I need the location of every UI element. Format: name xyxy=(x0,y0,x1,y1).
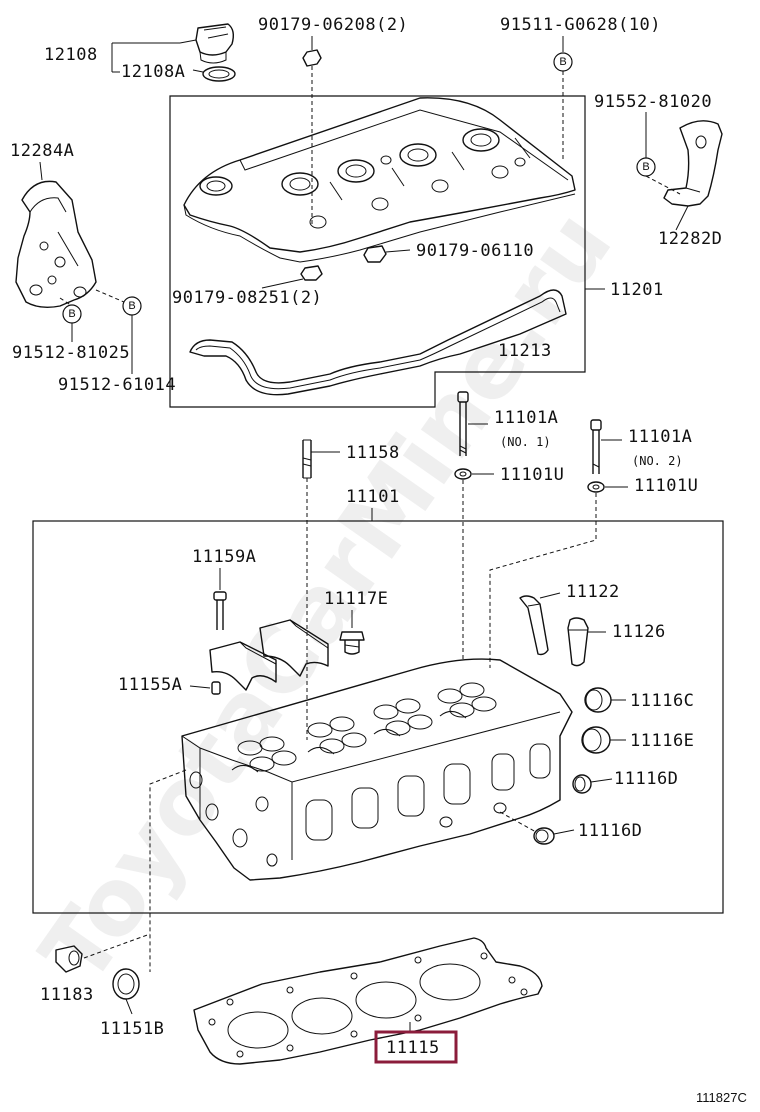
expansion-plug-11116d-lower-part[interactable] xyxy=(533,827,555,845)
cylinder-head-group-box xyxy=(32,520,724,914)
camshaft-bearing-cap-rear-part[interactable] xyxy=(259,619,329,677)
label-11213: 11213 xyxy=(498,341,552,361)
leader-11151b xyxy=(125,998,133,1015)
service-badge-91512-61014: B xyxy=(122,296,142,316)
service-badge-91511: B xyxy=(553,52,573,72)
service-badge-91512-81025: B xyxy=(62,304,82,324)
diagram-code: 111827C xyxy=(696,1090,747,1105)
oil-filler-cap-gasket-part[interactable] xyxy=(202,66,236,82)
label-11122: 11122 xyxy=(566,582,620,602)
label-11101a-1-note: (NO. 1) xyxy=(500,435,551,449)
screw-plug-part[interactable] xyxy=(339,631,365,655)
label-12108: 12108 xyxy=(44,45,98,65)
dowel-pin-part[interactable] xyxy=(211,681,221,695)
label-11101u-1: 11101U xyxy=(500,465,564,485)
valve-cover-group-box xyxy=(169,95,586,408)
label-11151b: 11151B xyxy=(100,1019,164,1039)
oil-filler-cap-part[interactable] xyxy=(195,23,235,64)
bolt-91552-dashline xyxy=(645,175,681,195)
valve-guide-part[interactable] xyxy=(567,617,589,667)
label-11155a: 11155A xyxy=(118,675,182,695)
engine-hanger-bracket-12284a-part[interactable] xyxy=(15,180,97,309)
head-bolt-no2-part[interactable] xyxy=(590,419,602,474)
service-badge-91552: B xyxy=(636,157,656,177)
label-11201: 11201 xyxy=(610,280,664,300)
label-90179-08251: 90179-08251(2) xyxy=(172,288,322,308)
leader-lines-12108 xyxy=(111,39,204,73)
label-11115[interactable]: 11115 xyxy=(386,1038,440,1058)
label-12284a: 12284A xyxy=(10,141,74,161)
bolt-91512-81025-dashline xyxy=(59,297,73,307)
label-11126: 11126 xyxy=(612,622,666,642)
expansion-plug-11116d-upper-part[interactable] xyxy=(572,774,592,794)
valve-cover-gasket-part[interactable] xyxy=(189,289,567,396)
label-11101u-2: 11101U xyxy=(634,476,698,496)
leader-11122 xyxy=(539,592,561,599)
cylinder-head-part[interactable] xyxy=(181,658,573,881)
highlight-box-11115 xyxy=(374,1030,458,1064)
label-11116d-b: 11116D xyxy=(578,821,642,841)
bolt-91512-61014-dashline xyxy=(95,289,125,303)
cylinder-head-gasket-part[interactable] xyxy=(193,937,543,1065)
label-11117e: 11117E xyxy=(324,589,388,609)
label-11159a: 11159A xyxy=(192,547,256,567)
svg-text:B: B xyxy=(68,308,75,320)
svg-text:B: B xyxy=(559,56,566,68)
expansion-plug-11116e-part[interactable] xyxy=(581,726,611,754)
label-11116d-a: 11116D xyxy=(614,769,678,789)
stud-bolt-part[interactable] xyxy=(302,439,312,479)
head-bolt-no2-dashline xyxy=(489,493,597,668)
plug-11183-part[interactable] xyxy=(55,945,83,973)
label-12282d: 12282D xyxy=(658,229,722,249)
label-11101a-1: 11101A xyxy=(494,408,558,428)
label-91552-81020: 91552-81020 xyxy=(594,92,712,112)
leader-11116d-b xyxy=(553,829,575,835)
label-91511-g0628: 91511-G0628(10) xyxy=(500,15,661,35)
nut-90179-06110-part[interactable] xyxy=(363,245,387,263)
label-11101a-2-note: (NO. 2) xyxy=(632,454,683,468)
valve-guide-bushing-part[interactable] xyxy=(519,595,549,656)
leader-90179-06110 xyxy=(385,249,411,253)
svg-text:B: B xyxy=(642,161,649,173)
leader-12282d xyxy=(675,205,689,231)
leader-12284a xyxy=(39,161,43,181)
valve-cover-part[interactable] xyxy=(183,97,576,263)
expansion-plug-11116c-part[interactable] xyxy=(584,687,612,713)
label-11101a-2: 11101A xyxy=(628,427,692,447)
label-90179-06208: 90179-06208(2) xyxy=(258,15,408,35)
head-bolt-washer-1-part[interactable] xyxy=(454,468,472,480)
label-11183: 11183 xyxy=(40,985,94,1005)
label-11101: 11101 xyxy=(346,487,400,507)
leader-90179-08251 xyxy=(261,278,304,289)
seal-dashline xyxy=(149,769,187,972)
camshaft-bearing-cap-front-part[interactable] xyxy=(209,641,277,691)
nut-90179-06208-part[interactable] xyxy=(302,36,322,67)
label-90179-06110: 90179-06110 xyxy=(416,241,534,261)
label-91512-81025: 91512-81025 xyxy=(12,343,130,363)
plug-11183-dashline xyxy=(83,933,151,959)
head-bolt-no1-part[interactable] xyxy=(457,391,469,456)
head-bolt-washer-2-part[interactable] xyxy=(587,481,605,493)
nut-90179-08251-part[interactable] xyxy=(300,265,323,281)
leader-11116d-a xyxy=(590,778,613,783)
engine-hanger-bracket-12282d-part[interactable] xyxy=(663,120,723,207)
label-12108a: 12108A xyxy=(121,62,185,82)
label-11158: 11158 xyxy=(346,443,400,463)
cam-cap-bolt-part[interactable] xyxy=(213,591,227,630)
label-11116e: 11116E xyxy=(630,731,694,751)
svg-text:B: B xyxy=(128,300,135,312)
label-11116c: 11116C xyxy=(630,691,694,711)
leader-11155a xyxy=(189,685,211,689)
label-91512-61014: 91512-61014 xyxy=(58,375,176,395)
